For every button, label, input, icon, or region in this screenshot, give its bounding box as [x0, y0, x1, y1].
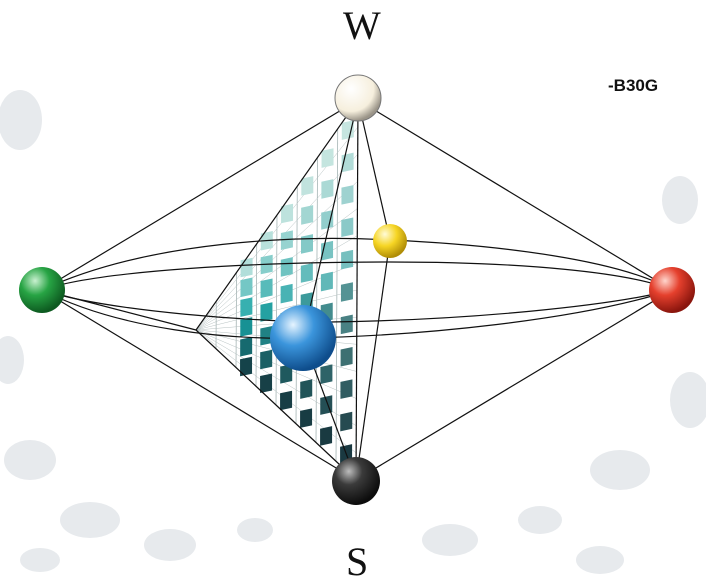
color-swatch: [240, 278, 252, 298]
color-swatch: [301, 263, 313, 283]
white-pole: [335, 75, 381, 121]
color-swatch: [241, 258, 253, 278]
color-swatch: [300, 408, 312, 428]
color-swatch: [341, 250, 353, 270]
color-swatch: [240, 337, 252, 357]
color-swatch: [240, 317, 252, 337]
hue-code-label: -B30G: [608, 76, 658, 96]
color-swatch: [280, 391, 292, 411]
black-pole: [332, 457, 380, 505]
color-swatch: [340, 412, 352, 432]
color-swatch: [340, 379, 352, 399]
color-swatch: [301, 234, 313, 254]
color-swatch: [260, 302, 272, 322]
color-swatch: [281, 284, 293, 304]
color-swatch: [300, 379, 312, 399]
color-solid-edges: [42, 100, 672, 480]
red-pole: [649, 267, 695, 313]
color-swatch: [321, 179, 333, 199]
whiteness-pole-label: W: [343, 6, 381, 46]
color-swatch: [320, 364, 332, 384]
color-swatch: [322, 148, 334, 168]
color-swatch: [321, 272, 333, 292]
yellow-pole: [373, 224, 407, 258]
color-swatch: [240, 297, 252, 317]
color-swatch: [342, 120, 354, 140]
color-swatch: [341, 315, 353, 335]
color-swatch: [260, 350, 272, 370]
color-swatch: [341, 347, 353, 367]
hue-triangle-swatch-grid: [196, 100, 358, 480]
blackness-pole-label: S: [346, 542, 368, 582]
green-pole: [19, 267, 65, 313]
blue-pole: [270, 305, 336, 371]
color-swatch: [320, 426, 332, 446]
color-swatch: [301, 205, 313, 225]
grid-line: [196, 127, 358, 330]
color-swatch: [301, 176, 313, 196]
color-swatch: [341, 185, 353, 205]
color-swatch: [261, 278, 273, 298]
color-swatch: [281, 230, 293, 250]
color-swatch: [341, 282, 353, 302]
color-swatch: [260, 373, 272, 393]
color-swatch: [341, 217, 353, 237]
color-swatch: [281, 257, 293, 277]
